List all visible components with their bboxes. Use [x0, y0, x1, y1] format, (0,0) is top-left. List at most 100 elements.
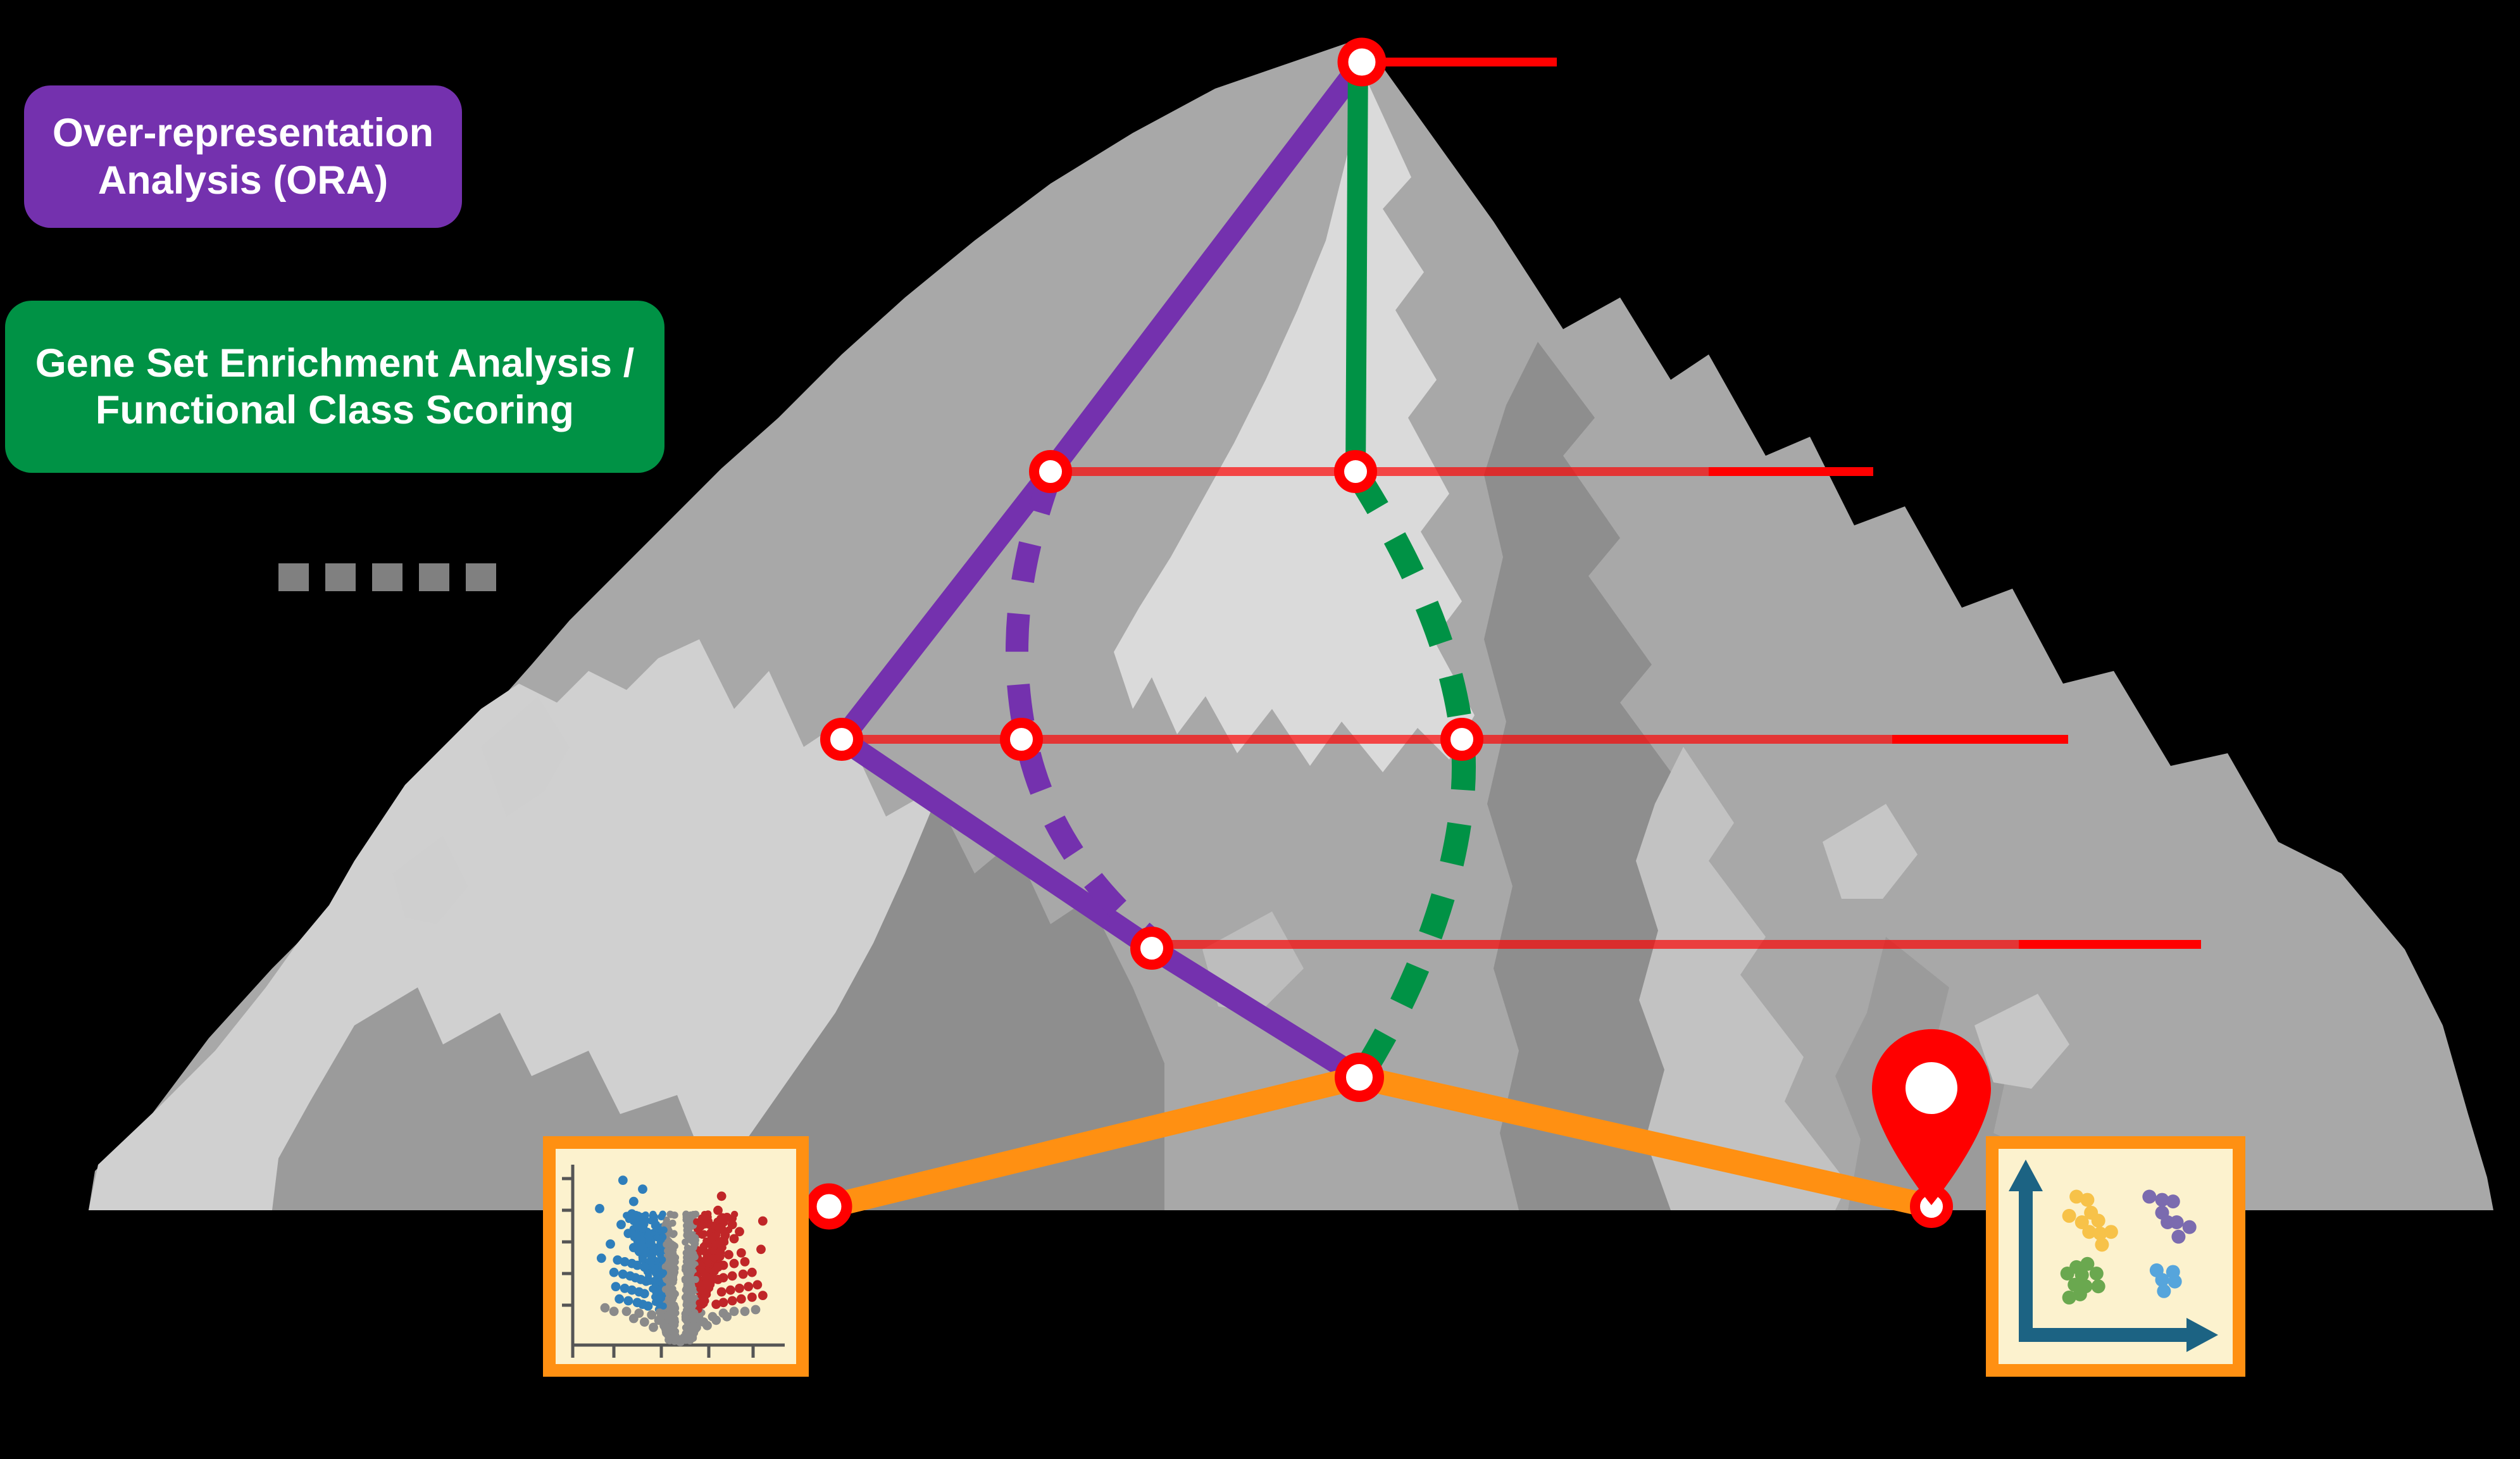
volcano-point: [676, 1337, 685, 1346]
volcano-point: [693, 1218, 700, 1225]
volcano-point: [652, 1288, 659, 1295]
volcano-point: [752, 1280, 762, 1289]
volcano-point: [597, 1253, 606, 1263]
volcano-point: [642, 1248, 651, 1258]
node-green-camp-1[interactable]: [1339, 455, 1372, 488]
legend-chip-ora[interactable]: Over-representation Analysis (ORA): [24, 85, 462, 228]
volcano-point: [638, 1184, 647, 1194]
legend-chip-ora-label: Over-representation Analysis (ORA): [53, 110, 434, 204]
volcano-point: [645, 1234, 652, 1241]
volcano-point: [662, 1263, 669, 1270]
volcano-point: [623, 1296, 633, 1306]
volcano-point: [648, 1260, 655, 1267]
volcano-point: [710, 1248, 717, 1255]
volcano-point: [606, 1239, 615, 1249]
volcano-point: [699, 1262, 706, 1269]
volcano-point: [717, 1191, 727, 1201]
volcano-point: [717, 1287, 727, 1297]
volcano-point: [595, 1204, 604, 1213]
volcano-point: [692, 1240, 699, 1247]
volcano-point: [642, 1277, 651, 1286]
volcano-point: [705, 1281, 712, 1287]
volcano-point: [659, 1256, 666, 1263]
volcano-point: [737, 1294, 746, 1304]
volcano-point: [684, 1276, 691, 1283]
cluster-point: [2104, 1225, 2118, 1239]
volcano-point: [661, 1323, 671, 1332]
volcano-point: [644, 1301, 653, 1311]
cluster-point: [2092, 1213, 2105, 1227]
map-pin-icon-dot: [1906, 1062, 1957, 1114]
volcano-point: [640, 1289, 649, 1298]
volcano-point: [713, 1206, 723, 1215]
cluster-point: [2183, 1220, 2197, 1234]
volcano-point: [658, 1213, 664, 1220]
volcano-point: [670, 1241, 677, 1248]
volcano-point: [627, 1209, 637, 1218]
legend-dashed-line-sample: [278, 563, 496, 591]
cluster-point: [2090, 1267, 2104, 1281]
volcano-point: [715, 1237, 725, 1247]
cluster-point: [2062, 1291, 2076, 1305]
volcano-point: [690, 1312, 697, 1318]
node-purple-camp-2[interactable]: [1005, 723, 1038, 756]
volcano-point: [652, 1224, 659, 1230]
node-summit[interactable]: [1343, 43, 1381, 81]
volcano-point: [744, 1282, 753, 1291]
node-green-camp-2[interactable]: [1445, 723, 1478, 756]
volcano-point: [747, 1268, 757, 1277]
volcano-point: [740, 1257, 750, 1267]
node-base-camp[interactable]: [1340, 1058, 1378, 1096]
legend-gsea-line2: Functional Class Scoring: [96, 388, 574, 432]
legend-chip-gsea[interactable]: Gene Set Enrichment Analysis / Functiona…: [5, 301, 664, 473]
legend-dash-segment: [372, 563, 402, 591]
volcano-point: [728, 1296, 737, 1306]
cluster-point: [2166, 1194, 2180, 1208]
cluster-point: [2157, 1284, 2171, 1298]
node-purple-camp-1[interactable]: [1034, 455, 1067, 488]
volcano-point: [740, 1306, 750, 1316]
cluster-scatter-inset[interactable]: [1992, 1143, 2239, 1370]
volcano-point: [622, 1306, 632, 1316]
volcano-point: [697, 1286, 704, 1293]
volcano-point: [747, 1293, 757, 1302]
volcano-point: [636, 1236, 646, 1245]
volcano-point: [654, 1248, 661, 1255]
node-purple-camp-3[interactable]: [1135, 932, 1168, 965]
cluster-point: [2171, 1230, 2185, 1244]
volcano-point: [756, 1244, 766, 1254]
volcano-point: [671, 1212, 678, 1218]
node-purple-ridge[interactable]: [825, 723, 858, 756]
volcano-point: [737, 1248, 746, 1258]
route-gsea-solid[interactable]: [1356, 54, 1358, 476]
volcano-point: [692, 1211, 699, 1218]
volcano-point: [730, 1234, 739, 1244]
volcano-point: [722, 1312, 732, 1322]
volcano-point: [649, 1211, 656, 1218]
volcano-point: [683, 1230, 690, 1237]
cluster-point: [2095, 1237, 2109, 1251]
volcano-point: [663, 1241, 670, 1248]
volcano-point: [702, 1214, 709, 1221]
volcano-point: [660, 1269, 667, 1276]
volcano-point: [629, 1197, 639, 1206]
volcano-point: [713, 1262, 723, 1272]
legend-ora-line1: Over-representation: [53, 111, 434, 155]
volcano-plot-inset[interactable]: [549, 1143, 802, 1370]
legend-chip-gsea-label: Gene Set Enrichment Analysis / Functiona…: [35, 340, 634, 434]
volcano-point: [671, 1289, 678, 1296]
volcano-point: [724, 1250, 733, 1260]
volcano-point: [758, 1291, 768, 1300]
cluster-point: [2062, 1209, 2076, 1223]
volcano-point: [611, 1282, 621, 1291]
volcano-point: [662, 1220, 669, 1227]
volcano-point: [692, 1276, 699, 1283]
volcano-point: [666, 1302, 673, 1309]
volcano-point: [640, 1317, 649, 1327]
volcano-point: [638, 1224, 647, 1233]
volcano-point: [657, 1294, 664, 1301]
node-trailhead-left[interactable]: [811, 1189, 847, 1224]
volcano-point: [601, 1303, 610, 1313]
volcano-point: [640, 1262, 649, 1272]
